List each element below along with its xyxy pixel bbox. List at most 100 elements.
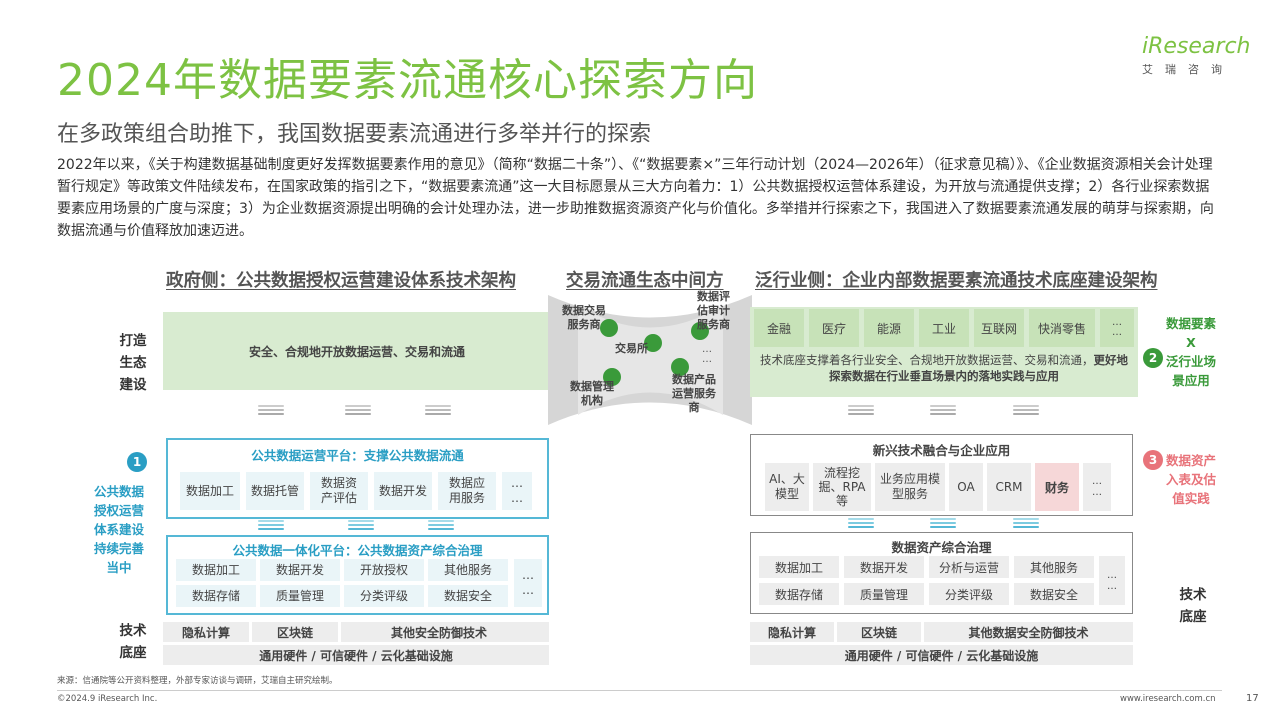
tech-support-bold: 更好地探索数据在行业垂直场景内的落地实践与应用 [829,353,1128,383]
source-note: 来源：信通院等公开资料整理，外部专家访谈与调研，艾瑞自主研究绘制。 [57,676,338,686]
ind-tech-label: 技术 底座 [1179,587,1207,625]
up-arrow-icon [258,520,284,534]
platform2-item: 数据开发 [260,559,340,581]
up-arrow-icon [258,405,284,419]
new-tech-item: 流程挖 掘、RPA 等 [813,463,871,511]
base-item: 其他安全防御技术 [341,622,549,642]
step-2-badge: 2 [1143,348,1163,368]
up-arrow-icon [348,520,374,534]
industry-item: 快消零售 [1029,309,1095,347]
up-arrow-icon [930,518,956,532]
platform2-item: 数据安全 [428,585,508,607]
up-arrow-icon [848,518,874,532]
node-dot-icon [603,368,621,386]
industry-item: 医疗 [809,309,859,347]
website-link[interactable]: www.iresearch.com.cn [1120,694,1216,704]
base-item: 其他数据安全防御技术 [924,622,1133,642]
page-title: 2024年数据要素流通核心探索方向 [57,55,758,106]
up-arrow-icon [1013,518,1039,532]
base-item: 隐私计算 [163,622,249,642]
new-tech-item: AI、大 模型 [765,463,809,511]
ind-base-row1: 隐私计算 区块链 其他数据安全防御技术 [750,622,1133,642]
governance-item: 分析与运营 [929,556,1009,578]
node-dot-icon [600,319,618,337]
tech-support-normal: 技术底座支撑着各行业安全、合规地开放数据运营、交易和流通， [760,353,1094,367]
governance-item: 数据开发 [844,556,924,578]
platform1-item: 数据资 产评估 [310,472,368,510]
section-ind-heading: 泛行业侧：企业内部数据要素流通技术底座建设架构 [755,271,1158,291]
industry-box: 金融 医疗 能源 工业 互联网 快消零售 … … 技术底座支撑着各行业安全、合规… [750,307,1138,397]
platform1-item: 数据加工 [180,472,240,510]
base-item: 隐私计算 [750,622,834,642]
new-tech-more: … … [1083,463,1111,511]
governance-item: 质量管理 [844,583,924,605]
mid-node: 数据产品 运营服务 商 [672,373,716,414]
new-tech-item: 业务应用模 型服务 [875,463,945,511]
platform2-item: 分类评级 [344,585,424,607]
platform2-more: … … [514,559,542,607]
gov-base-row1: 隐私计算 区块链 其他安全防御技术 [163,622,549,642]
platform2-item: 数据加工 [176,559,256,581]
mid-node: 交易所 [615,342,648,355]
section-mid-heading: 交易流通生态中间方 [566,271,724,291]
node-dot-icon [671,358,689,376]
governance-more: … … [1099,556,1125,605]
intro-paragraph: 2022年以来，《关于构建数据基础制度更好发挥数据要素作用的意见》（简称“数据二… [57,157,1214,239]
industry-item: 能源 [864,309,914,347]
platform2-item: 其他服务 [428,559,508,581]
industry-more: … … [1100,309,1134,347]
platform2-item: 开放授权 [344,559,424,581]
governance-item: 数据安全 [1014,583,1094,605]
eco-text: 安全、合规地开放数据运营、交易和流通 [248,344,465,359]
industry-item: 金融 [754,309,804,347]
mid-node: 数据管理 机构 [570,380,614,407]
step-3-badge: 3 [1143,450,1163,470]
governance-item: 数据加工 [759,556,839,578]
node-dot-icon [644,334,662,352]
new-tech-item-finance: 财务 [1035,463,1079,511]
platform2-title: 公共数据一体化平台：公共数据资产综合治理 [232,543,483,558]
footer-divider [57,690,1222,691]
platform1-item: 数据应 用服务 [438,472,496,510]
up-arrow-icon [425,405,451,419]
up-arrow-icon [848,405,874,419]
platform2-item: 数据存储 [176,585,256,607]
gov-side-label: 公共数据 授权运营 体系建设 持续完善 当中 [93,484,144,575]
new-tech-item: OA [949,463,983,511]
iresearch-logo: iResearch 艾瑞咨询 [1142,34,1252,84]
copyright: ©2024.9 iResearch Inc. [57,694,158,704]
mid-node: … … [702,344,712,365]
page-subtitle: 在多政策组合助推下，我国数据要素流通进行多举并行的探索 [57,122,652,147]
mid-ecosystem-shape [548,295,752,425]
base-item: 区块链 [837,622,921,642]
mid-node: 数据交易 服务商 [562,304,606,331]
base-item: 区块链 [252,622,338,642]
asset-label: 数据资产 入表及估 值实践 [1165,453,1216,506]
logo-brand: iResearch [1142,34,1251,59]
gov-tech-label: 技术 底座 [119,623,147,661]
up-arrow-icon [428,520,454,534]
new-tech-title: 新兴技术融合与企业应用 [872,443,1011,458]
up-arrow-icon [345,405,371,419]
eco-label: 打造 生态 建设 [119,333,147,393]
up-arrow-icon [1013,405,1039,419]
step-1-badge: 1 [127,452,147,472]
platform2-frame: 公共数据一体化平台：公共数据资产综合治理 数据加工 数据开发 开放授权 其他服务… [166,535,549,615]
gov-base-row2: 通用硬件 / 可信硬件 / 云化基础设施 [163,645,549,665]
new-tech-item: CRM [987,463,1031,511]
section-gov-heading: 政府侧：公共数据授权运营建设体系技术架构 [166,271,516,291]
up-arrow-icon [930,405,956,419]
tech-support-text: 技术底座支撑着各行业安全、合规地开放数据运营、交易和流通，更好地探索数据在行业垂… [756,352,1132,384]
logo-sub: 艾瑞咨询 [1142,63,1234,76]
new-tech-frame: 新兴技术融合与企业应用 AI、大 模型 流程挖 掘、RPA 等 业务应用模 型服… [750,434,1133,516]
ind-base-row2: 通用硬件 / 可信硬件 / 云化基础设施 [750,645,1133,665]
governance-item: 数据存储 [759,583,839,605]
platform2-item: 质量管理 [260,585,340,607]
governance-item: 其他服务 [1014,556,1094,578]
mid-node: 数据评 估审计 服务商 [697,290,730,331]
page-number: 17 [1246,693,1259,704]
node-dot-icon [691,322,709,340]
governance-frame: 数据资产综合治理 数据加工 数据开发 分析与运营 其他服务 数据存储 质量管理 … [750,532,1133,614]
platform1-frame: 公共数据运营平台：支撑公共数据流通 数据加工 数据托管 数据资 产评估 数据开发… [166,438,549,519]
data-x-label: 数据要素 X 泛行业场 景应用 [1165,316,1216,388]
